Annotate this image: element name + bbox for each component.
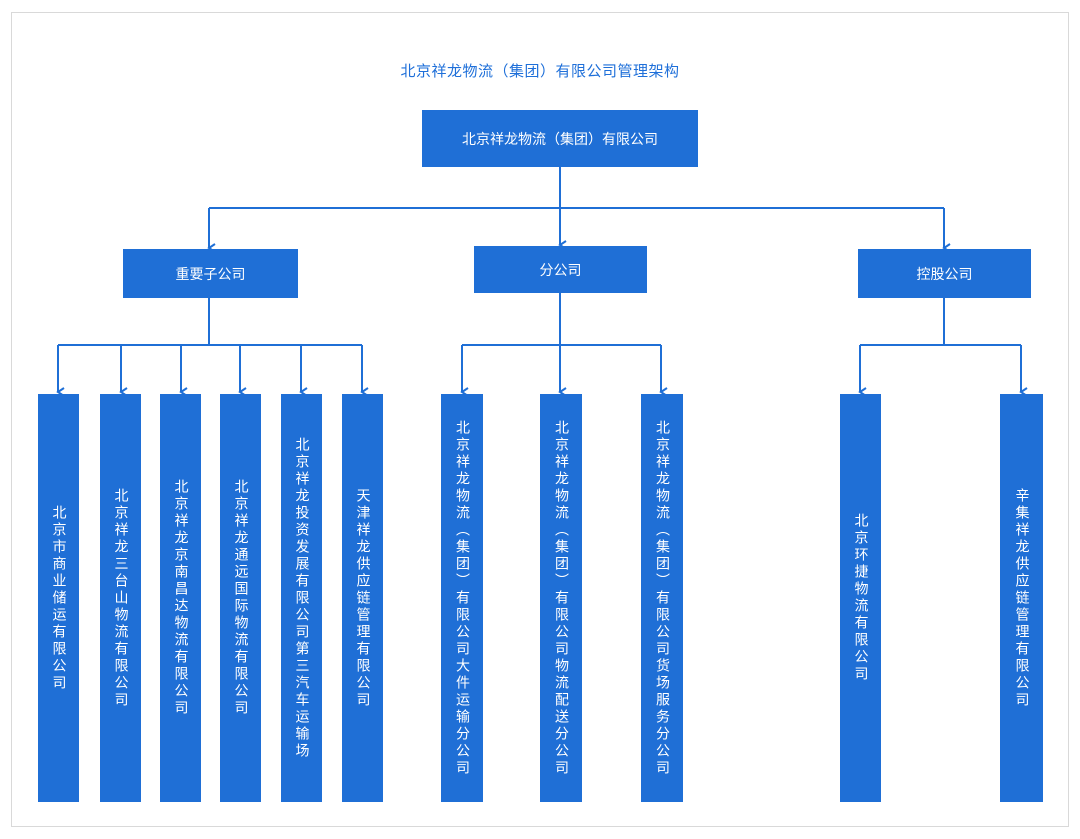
leaf-node-label: 辛集祥龙供应链管理有限公司	[1013, 487, 1030, 709]
leaf-node: 北京祥龙投资发展有限公司第三汽车运输场	[281, 394, 322, 802]
leaf-node: 北京祥龙京南昌达物流有限公司	[160, 394, 201, 802]
group-node-subsidiaries: 重要子公司	[123, 249, 298, 298]
leaf-node-label: 北京市商业储运有限公司	[50, 504, 67, 692]
leaf-node-label: 北京祥龙三台山物流有限公司	[112, 487, 129, 709]
leaf-node: 北京市商业储运有限公司	[38, 394, 79, 802]
leaf-node-label: 北京祥龙物流（集团）有限公司大件运输分公司	[454, 419, 470, 777]
leaf-node-label: 北京祥龙京南昌达物流有限公司	[172, 479, 189, 717]
leaf-node-label: 天津祥龙供应链管理有限公司	[354, 487, 371, 709]
root-node: 北京祥龙物流（集团）有限公司	[422, 110, 698, 167]
leaf-node-label: 北京环捷物流有限公司	[852, 513, 869, 683]
leaf-node: 北京祥龙物流（集团）有限公司大件运输分公司	[441, 394, 483, 802]
group-node-holdings: 控股公司	[858, 249, 1031, 298]
leaf-node-label: 北京祥龙物流（集团）有限公司物流配送分公司	[553, 419, 569, 777]
leaf-node: 北京祥龙物流（集团）有限公司物流配送分公司	[540, 394, 582, 802]
leaf-node-label: 北京祥龙投资发展有限公司第三汽车运输场	[293, 436, 310, 760]
diagram-title: 北京祥龙物流（集团）有限公司管理架构	[400, 62, 680, 80]
diagram-frame	[11, 12, 1069, 827]
leaf-node: 天津祥龙供应链管理有限公司	[342, 394, 383, 802]
leaf-node: 北京祥龙物流（集团）有限公司货场服务分公司	[641, 394, 683, 802]
group-node-branches: 分公司	[474, 246, 647, 293]
group-node-label: 重要子公司	[175, 266, 246, 283]
leaf-node: 北京祥龙通远国际物流有限公司	[220, 394, 261, 802]
leaf-node: 北京环捷物流有限公司	[840, 394, 881, 802]
leaf-node-label: 北京祥龙通远国际物流有限公司	[232, 479, 249, 717]
leaf-node: 北京祥龙三台山物流有限公司	[100, 394, 141, 802]
leaf-node: 辛集祥龙供应链管理有限公司	[1000, 394, 1043, 802]
group-node-label: 控股公司	[916, 266, 973, 283]
root-node-label: 北京祥龙物流（集团）有限公司	[462, 131, 658, 148]
group-node-label: 分公司	[539, 262, 582, 279]
leaf-node-label: 北京祥龙物流（集团）有限公司货场服务分公司	[654, 419, 670, 777]
